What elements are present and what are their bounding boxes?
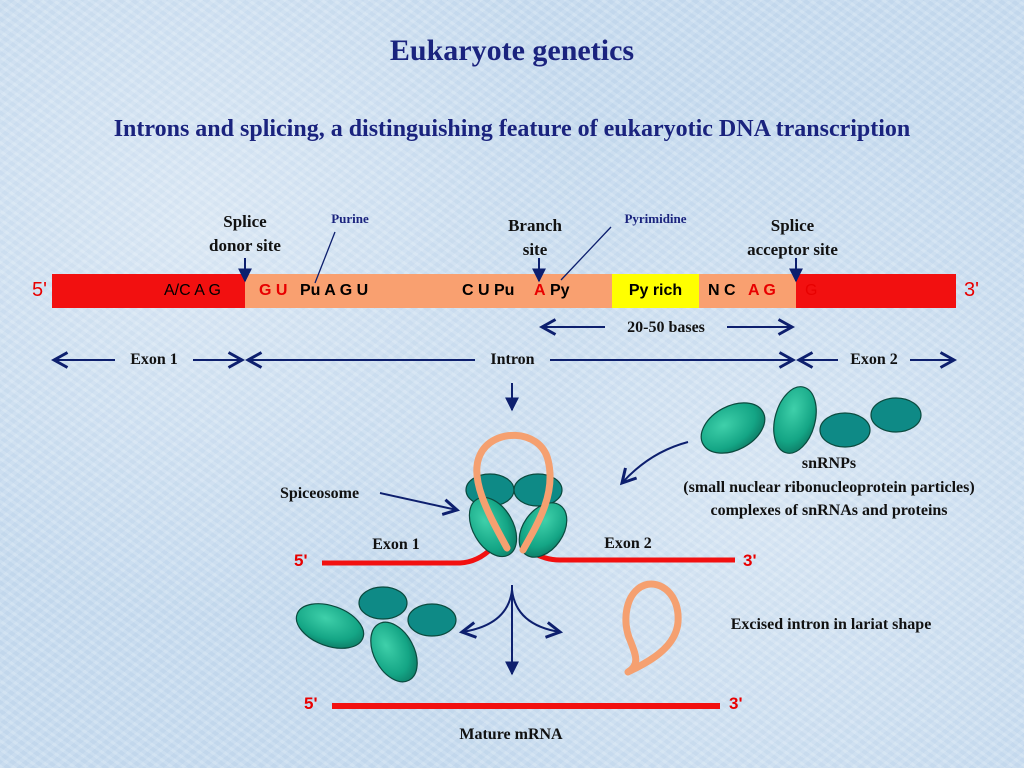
exon1-sequence: A/C A G	[164, 282, 221, 299]
exon1-label: Exon 1	[130, 351, 178, 368]
snrnp-particles-group	[700, 386, 922, 454]
py-rich-segment	[612, 274, 699, 308]
dna-strand	[52, 274, 956, 308]
bases-range-label: 20-50 bases	[627, 319, 705, 336]
snrnps-full-name: (small nuclear ribonucleoprotein particl…	[683, 479, 975, 496]
mature-mrna-label: Mature mRNA	[459, 726, 563, 743]
exon2-segment	[796, 274, 956, 308]
mrna-five-prime: 5'	[304, 694, 318, 713]
spliceosome-exon2-label: Exon 2	[604, 535, 652, 552]
acceptor-nc: N C	[708, 282, 736, 299]
spliceosome-snrnp	[513, 473, 563, 507]
intron-label: Intron	[490, 351, 535, 368]
snrnp-particle	[295, 603, 365, 649]
page-subtitle: Introns and splicing, a distinguishing f…	[113, 116, 911, 142]
spliceosome-complex	[322, 431, 735, 566]
snrnp-assembly-arrow	[622, 441, 689, 483]
snrnp-particle	[773, 386, 817, 454]
branch-point-a: A	[534, 282, 546, 299]
snrnps-label: snRNPs	[801, 455, 857, 472]
acceptor-ag: A G	[748, 282, 776, 299]
branch-site-label: Branch site	[508, 216, 562, 259]
three-prime-end: 3'	[964, 279, 979, 301]
released-snrnps-group	[295, 586, 457, 683]
exon2-label: Exon 2	[850, 351, 898, 368]
pyrimidine-label: Pyrimidine	[624, 211, 687, 226]
donor-gu: G U	[259, 282, 288, 299]
to-lariat-arrow	[511, 589, 560, 632]
mrna-three-prime: 3'	[729, 694, 743, 713]
spliceosome-five-prime: 5'	[294, 551, 308, 570]
snrnp-particle	[358, 586, 408, 620]
page-title: Eukaryote genetics	[389, 34, 635, 67]
py-rich-label: Py rich	[628, 282, 683, 299]
snrnp-particle	[700, 402, 766, 454]
branch-sequence-left: C U Pu	[462, 282, 515, 299]
intron-loop-in-spliceosome	[473, 431, 554, 554]
exon2-sequence: G	[805, 282, 818, 299]
snrnps-description: complexes of snRNAs and proteins	[710, 502, 948, 519]
spliceosome-pointer	[379, 492, 457, 510]
branch-sequence-right: Py	[550, 282, 570, 299]
intron-segment	[245, 274, 612, 308]
five-prime-end: 5'	[32, 279, 47, 301]
snrnp-particle	[819, 412, 871, 448]
snrnp-particle	[870, 397, 922, 433]
pyrimidine-pointer	[560, 226, 612, 281]
spliceosome-snrnp	[518, 502, 568, 558]
snrnp-particle	[370, 621, 418, 683]
donor-sequence: Pu A G U	[300, 282, 369, 299]
purine-label: Purine	[331, 211, 369, 226]
excised-lariat	[622, 580, 682, 676]
spliceosome-label: Spiceosome	[279, 485, 360, 502]
splice-products-arrows	[462, 585, 560, 676]
spliceosome-three-prime: 3'	[743, 551, 757, 570]
acceptor-segment	[699, 274, 796, 308]
to-released-snrnps-arrow	[462, 589, 513, 632]
splice-donor-label: Splice donor site	[209, 212, 281, 255]
lariat-label: Excised intron in lariat shape	[730, 616, 932, 633]
snrnp-particle	[407, 603, 457, 637]
splice-acceptor-label: Splice acceptor site	[747, 216, 838, 259]
spliceosome-exon1-label: Exon 1	[372, 536, 420, 553]
exon1-segment	[52, 274, 245, 308]
purine-pointer	[314, 231, 336, 284]
